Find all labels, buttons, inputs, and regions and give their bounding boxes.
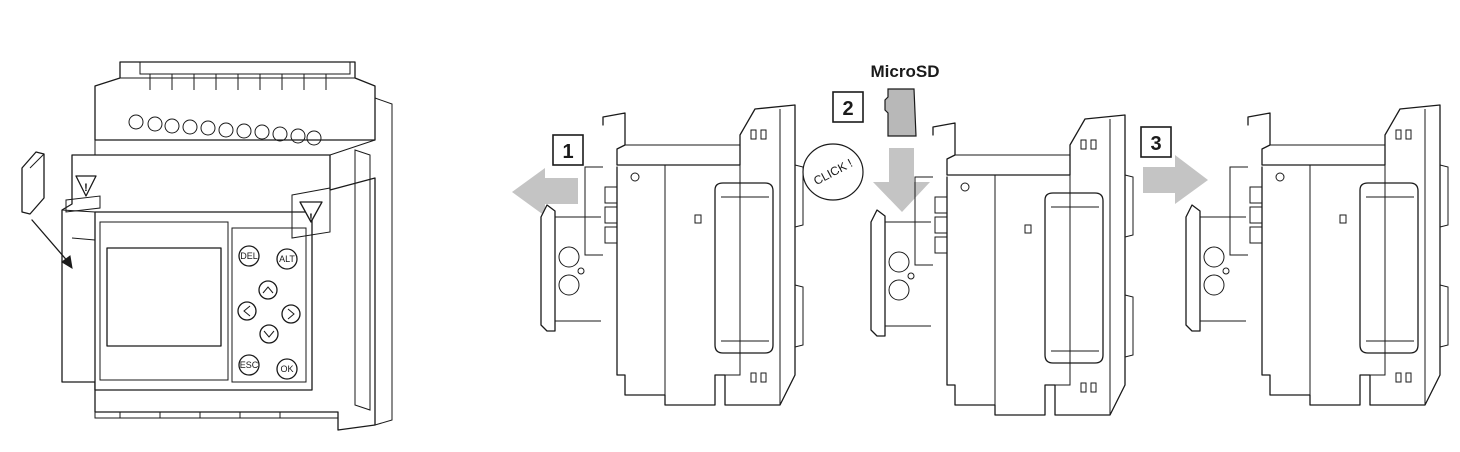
step-3-panel: 3 bbox=[1140, 104, 1449, 406]
arrow-left-icon bbox=[512, 168, 578, 216]
step-2-panel: MicroSD 2 CLICK ! bbox=[802, 62, 1134, 416]
svg-text:3: 3 bbox=[1150, 133, 1161, 155]
card-tray bbox=[540, 204, 602, 332]
microsd-card-icon bbox=[884, 88, 917, 137]
card-tray bbox=[1185, 204, 1247, 332]
svg-text:!: ! bbox=[309, 212, 313, 224]
step-1-panel: 1 bbox=[512, 104, 804, 406]
svg-text:OK: OK bbox=[280, 364, 293, 374]
ok-button[interactable]: OK bbox=[276, 358, 298, 380]
arrow-down-icon bbox=[873, 148, 930, 212]
step-2-badge: 2 bbox=[832, 91, 864, 123]
svg-text:2: 2 bbox=[842, 98, 853, 120]
step-3-badge: 3 bbox=[1140, 126, 1172, 158]
alt-button[interactable]: ALT bbox=[276, 248, 298, 270]
click-badge: CLICK ! bbox=[802, 143, 864, 201]
terminal-screws bbox=[128, 114, 322, 146]
down-button[interactable] bbox=[259, 324, 279, 344]
microsd-card-icon bbox=[21, 151, 45, 215]
card-tray bbox=[870, 209, 932, 337]
svg-text:1: 1 bbox=[562, 141, 573, 163]
microsd-label: MicroSD bbox=[871, 62, 940, 81]
keypad: DEL ALT ES bbox=[237, 245, 301, 380]
right-button[interactable] bbox=[281, 304, 301, 324]
svg-text:!: ! bbox=[84, 182, 88, 194]
step-1-badge: 1 bbox=[552, 134, 584, 166]
up-button[interactable] bbox=[258, 280, 278, 300]
svg-text:ALT: ALT bbox=[279, 254, 295, 264]
warning-icon: ! bbox=[299, 201, 323, 224]
lcd-display bbox=[106, 247, 222, 347]
arrow-right-icon bbox=[1143, 155, 1208, 204]
svg-text:ESC: ESC bbox=[240, 360, 259, 370]
left-button[interactable] bbox=[237, 301, 257, 321]
del-button[interactable]: DEL bbox=[238, 245, 260, 267]
svg-text:DEL: DEL bbox=[240, 251, 258, 261]
warning-icon: ! bbox=[75, 175, 97, 197]
top-terminals bbox=[149, 74, 327, 90]
device-front-view: ! ! DEL ALT bbox=[21, 61, 393, 431]
esc-button[interactable]: ESC bbox=[238, 354, 260, 376]
